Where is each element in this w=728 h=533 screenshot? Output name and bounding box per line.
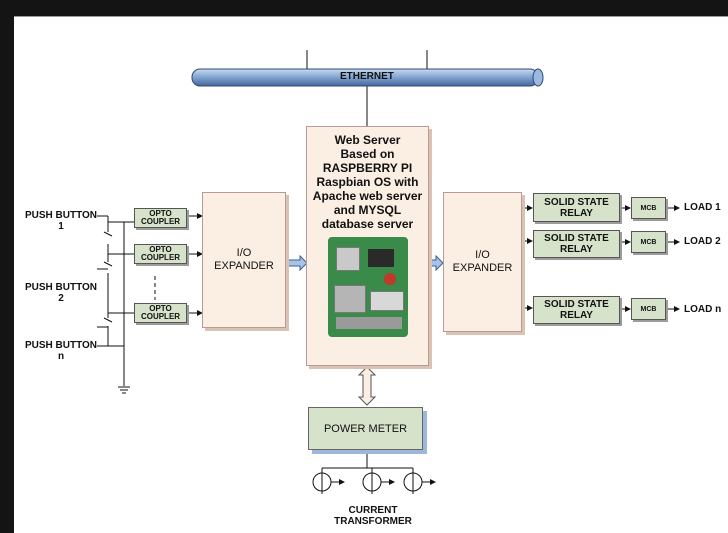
push-button-2-index: 2 [20,293,102,304]
server-line-1: Web Server [335,133,401,147]
opto-coupler-2: OPTO COUPLER [134,244,187,264]
mcb-n: MCB [631,298,666,320]
io-expander-left: I/O EXPANDER [202,192,286,328]
solid-state-relay-n: SOLID STATE RELAY [533,296,620,324]
opto-coupler-1: OPTO COUPLER [134,208,187,228]
push-button-2-label: PUSH BUTTON 2 [20,282,102,304]
opto-coupler-n: OPTO COUPLER [134,303,187,323]
server-line-2: Based on [340,147,394,161]
solid-state-relay-1: SOLID STATE RELAY [533,193,620,222]
push-button-n-label: PUSH BUTTON n [20,340,102,362]
server-line-6: and MYSQL [334,203,401,217]
load-1-label: LOAD 1 [684,202,721,213]
raspberry-pi-board-image [328,237,408,337]
push-button-1-index: 1 [20,221,102,232]
ethernet-label: ETHERNET [340,71,394,82]
mcb-1: MCB [631,197,666,219]
power-meter: POWER METER [308,407,423,450]
load-n-label: LOAD n [684,304,721,315]
web-server-block: Web Server Based on RASPBERRY PI Raspbia… [306,126,429,366]
current-transformer-label: CURRENT TRANSFORMER [318,505,428,527]
push-button-n-text: PUSH BUTTON [20,340,102,351]
server-line-3: RASPBERRY PI [323,161,412,175]
push-button-1-text: PUSH BUTTON [20,210,102,221]
server-line-4: Raspbian OS with [316,175,418,189]
mcb-2: MCB [631,231,666,253]
solid-state-relay-2: SOLID STATE RELAY [533,230,620,258]
io-expander-right: I/O EXPANDER [443,192,522,332]
push-button-1-label: PUSH BUTTON 1 [20,210,102,232]
push-button-2-text: PUSH BUTTON [20,282,102,293]
server-line-7: database server [322,217,413,231]
server-line-5: Apache web server [313,189,422,203]
load-2-label: LOAD 2 [684,236,721,247]
push-button-n-index: n [20,351,102,362]
